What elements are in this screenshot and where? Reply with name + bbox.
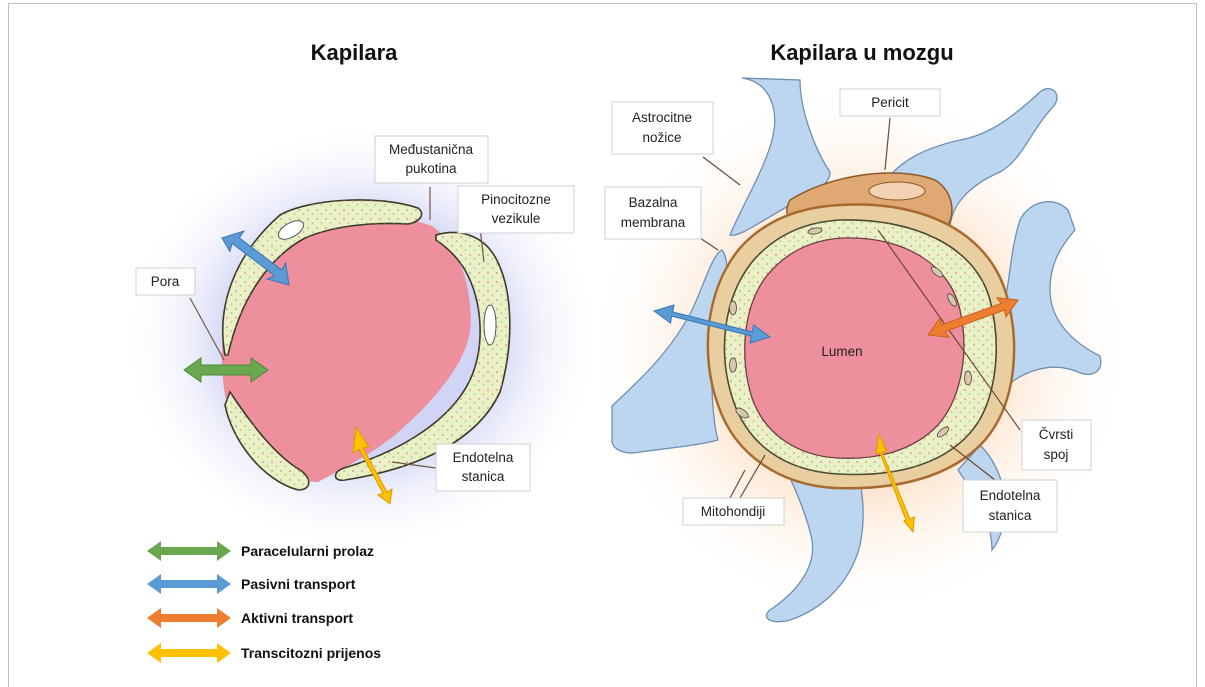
pericyte-nucleus bbox=[869, 182, 925, 200]
label-endotelna-stanica-right: Endotelna stanica bbox=[963, 480, 1057, 532]
legend-item-active: Aktivni transport bbox=[147, 608, 353, 628]
label-pinocitozne-vezikule: Pinocitozne vezikule bbox=[458, 186, 574, 233]
svg-text:Međustanična: Međustanična bbox=[389, 142, 474, 157]
legend-item-passive: Pasivni transport bbox=[147, 574, 356, 594]
svg-text:Pinocitozne: Pinocitozne bbox=[481, 192, 551, 207]
legend: Paracelularni prolaz Pasivni transport A… bbox=[147, 541, 381, 663]
svg-text:Aktivni transport: Aktivni transport bbox=[241, 610, 353, 626]
label-pericit: Pericit bbox=[840, 89, 940, 116]
svg-text:Mitohondiji: Mitohondiji bbox=[701, 504, 766, 519]
svg-text:Paracelularni prolaz: Paracelularni prolaz bbox=[241, 543, 374, 559]
svg-text:Endotelna: Endotelna bbox=[453, 450, 514, 465]
svg-text:Endotelna: Endotelna bbox=[980, 488, 1041, 503]
label-medustanicna-pukotina: Međustanična pukotina bbox=[375, 136, 488, 183]
svg-text:spoj: spoj bbox=[1044, 447, 1069, 462]
right-capillary: Kapilara u mozgu bbox=[585, 40, 1135, 622]
legend-item-paracellular: Paracelularni prolaz bbox=[147, 541, 374, 561]
svg-text:Transcitozni prijenos: Transcitozni prijenos bbox=[241, 645, 381, 661]
svg-text:Čvrsti: Čvrsti bbox=[1039, 427, 1074, 442]
label-astrocitne-nozice: Astrocitne nožice bbox=[612, 102, 713, 154]
svg-text:Pora: Pora bbox=[151, 274, 180, 289]
svg-text:stanica: stanica bbox=[462, 469, 505, 484]
svg-text:Pericit: Pericit bbox=[871, 95, 909, 110]
left-vesicle-2 bbox=[484, 305, 496, 345]
svg-text:pukotina: pukotina bbox=[405, 161, 457, 176]
svg-text:nožice: nožice bbox=[642, 130, 681, 145]
lumen-label: Lumen bbox=[821, 344, 862, 359]
label-bazalna-membrana: Bazalna membrana bbox=[605, 187, 701, 239]
label-cvrsti-spoj: Čvrsti spoj bbox=[1022, 420, 1091, 470]
svg-text:Astrocitne: Astrocitne bbox=[632, 110, 692, 125]
left-title: Kapilara bbox=[311, 40, 399, 65]
svg-text:stanica: stanica bbox=[989, 508, 1032, 523]
svg-text:Pasivni transport: Pasivni transport bbox=[241, 576, 356, 592]
label-pora: Pora bbox=[136, 268, 195, 295]
label-mitohondiji: Mitohondiji bbox=[683, 498, 784, 525]
label-endotelna-stanica-left: Endotelna stanica bbox=[436, 444, 530, 491]
svg-text:Bazalna: Bazalna bbox=[629, 195, 678, 210]
svg-text:membrana: membrana bbox=[621, 215, 686, 230]
svg-text:vezikule: vezikule bbox=[492, 211, 541, 226]
legend-item-transcytosis: Transcitozni prijenos bbox=[147, 643, 381, 663]
right-title: Kapilara u mozgu bbox=[770, 40, 953, 65]
left-capillary: Kapilara Međustanična pukotina bbox=[122, 40, 602, 553]
